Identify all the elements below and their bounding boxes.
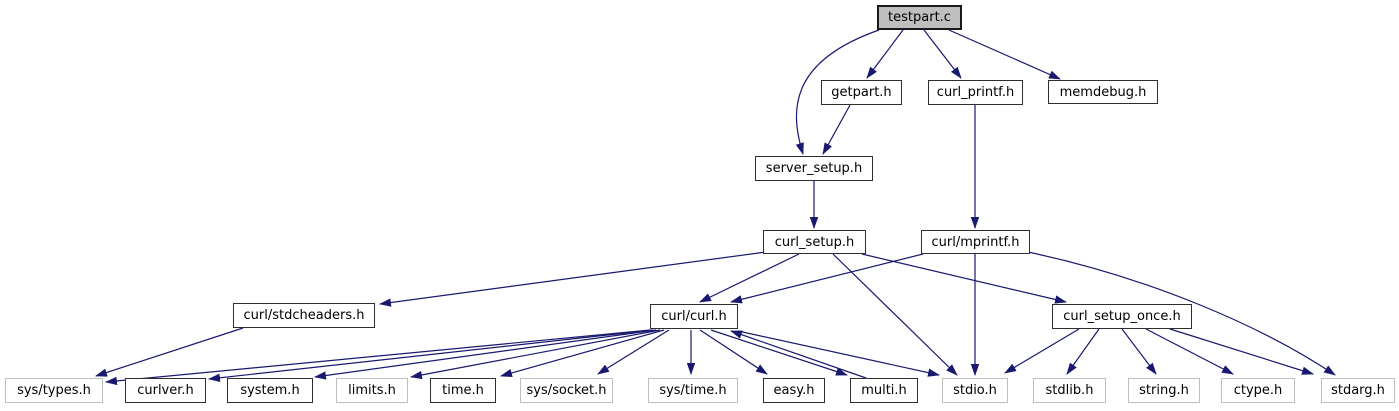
graph-node-curl-mprintf-h[interactable]: curl/mprintf.h xyxy=(921,230,1030,254)
graph-node-stdio-h: stdio.h xyxy=(942,378,1008,403)
graph-node-multi-h[interactable]: multi.h xyxy=(850,378,918,403)
graph-node-easy-h[interactable]: easy.h xyxy=(763,378,825,403)
edge-curl-curl-h-to-sys-types-h xyxy=(105,329,651,386)
graph-node-label: stdio.h xyxy=(953,383,997,398)
graph-node-testpart-c: testpart.c xyxy=(877,5,962,30)
edge-getpart-h-to-server-setup-h xyxy=(822,104,851,155)
graph-node-sys-time-h: sys/time.h xyxy=(648,378,738,403)
edge-testpart-c-to-memdebug-h xyxy=(948,29,1061,80)
edge-curl-setup-h-to-curl-stdcheaders-h xyxy=(379,251,767,307)
edge-curl-stdcheaders-h-to-sys-types-h xyxy=(95,327,244,377)
edge-curl-curl-h-to-time-h xyxy=(500,329,665,378)
graph-node-system-h[interactable]: system.h xyxy=(227,378,313,403)
edge-curl-curl-h-to-sys-socket-h xyxy=(597,329,670,375)
graph-node-string-h: string.h xyxy=(1128,378,1200,403)
graph-node-label: multi.h xyxy=(861,383,907,398)
graph-node-label: curl/mprintf.h xyxy=(931,234,1020,250)
edge-curl-curl-h-to-curlver-h xyxy=(208,329,654,382)
edge-curl-mprintf-h-to-curl-curl-h xyxy=(730,253,924,304)
graph-node-curl-stdcheaders-h[interactable]: curl/stdcheaders.h xyxy=(233,303,375,328)
graph-node-time-h[interactable]: time.h xyxy=(430,378,496,403)
graph-node-label: sys/types.h xyxy=(17,383,91,398)
graph-node-label: getpart.h xyxy=(831,85,892,100)
graph-node-curl-curl-h[interactable]: curl/curl.h xyxy=(650,304,738,329)
edge-curl-setup-once-h-to-string-h xyxy=(1121,328,1157,375)
graph-node-label: curlver.h xyxy=(137,383,194,398)
graph-node-server-setup-h[interactable]: server_setup.h xyxy=(755,156,873,181)
graph-node-label: easy.h xyxy=(773,383,815,398)
edge-testpart-c-to-server-setup-h xyxy=(795,29,880,155)
edge-curl-setup-h-to-curl-setup-once-h xyxy=(861,253,1067,304)
edge-curl-curl-h-to-system-h xyxy=(314,329,657,380)
graph-node-memdebug-h[interactable]: memdebug.h xyxy=(1048,80,1158,104)
edge-multi-h-to-curl-curl-h xyxy=(730,330,867,379)
graph-node-ctype-h: ctype.h xyxy=(1221,378,1295,403)
graph-node-label: stdlib.h xyxy=(1045,383,1094,398)
edge-curl-setup-once-h-to-stdlib-h xyxy=(1066,328,1100,375)
graph-node-getpart-h[interactable]: getpart.h xyxy=(821,80,902,105)
graph-node-label: sys/socket.h xyxy=(526,383,607,398)
graph-node-label: sys/time.h xyxy=(659,383,727,398)
graph-node-sys-types-h: sys/types.h xyxy=(5,378,103,403)
edge-curl-curl-h-to-stdio-h xyxy=(737,330,940,377)
edge-curl-setup-h-to-stdio-h xyxy=(832,253,958,376)
graph-node-label: testpart.c xyxy=(888,10,951,25)
graph-node-label: curl_printf.h xyxy=(936,85,1015,100)
graph-node-curlver-h[interactable]: curlver.h xyxy=(125,378,206,403)
graph-node-label: stdarg.h xyxy=(1331,383,1385,398)
edge-curl-curl-h-to-easy-h xyxy=(699,329,768,375)
graph-node-stdarg-h: stdarg.h xyxy=(1321,378,1395,403)
edge-testpart-c-to-curl-printf-h xyxy=(923,29,962,79)
graph-node-sys-socket-h: sys/socket.h xyxy=(520,378,613,403)
graph-node-curl-setup-once-h[interactable]: curl_setup_once.h xyxy=(1052,304,1192,329)
edge-curl-setup-once-h-to-ctype-h xyxy=(1145,328,1234,375)
graph-node-label: curl_setup.h xyxy=(774,234,855,250)
edge-curl-setup-h-to-curl-curl-h xyxy=(699,253,800,303)
graph-node-limits-h: limits.h xyxy=(336,378,408,403)
graph-node-label: string.h xyxy=(1139,383,1189,398)
edge-testpart-c-to-getpart-h xyxy=(866,29,904,79)
edge-curl-curl-h-to-limits-h xyxy=(410,329,661,380)
graph-node-label: memdebug.h xyxy=(1059,84,1147,100)
graph-node-curl-printf-h[interactable]: curl_printf.h xyxy=(928,80,1023,105)
graph-node-label: limits.h xyxy=(348,383,396,398)
graph-node-label: time.h xyxy=(442,383,484,398)
graph-node-stdlib-h: stdlib.h xyxy=(1033,378,1106,403)
graph-node-label: curl_setup_once.h xyxy=(1063,309,1181,324)
graph-node-label: ctype.h xyxy=(1233,383,1283,398)
graph-node-label: system.h xyxy=(240,383,300,398)
graph-node-label: server_setup.h xyxy=(765,161,863,176)
edge-curl-curl-h-to-multi-h xyxy=(710,329,848,376)
graph-node-label: curl/curl.h xyxy=(661,309,727,324)
edge-curl-setup-once-h-to-stdarg-h xyxy=(1169,328,1314,375)
edge-curl-mprintf-h-to-stdarg-h xyxy=(1027,251,1336,376)
edge-curl-setup-once-h-to-stdio-h xyxy=(1004,328,1080,374)
graph-node-label: curl/stdcheaders.h xyxy=(243,308,365,323)
graph-node-curl-setup-h[interactable]: curl_setup.h xyxy=(763,230,866,254)
